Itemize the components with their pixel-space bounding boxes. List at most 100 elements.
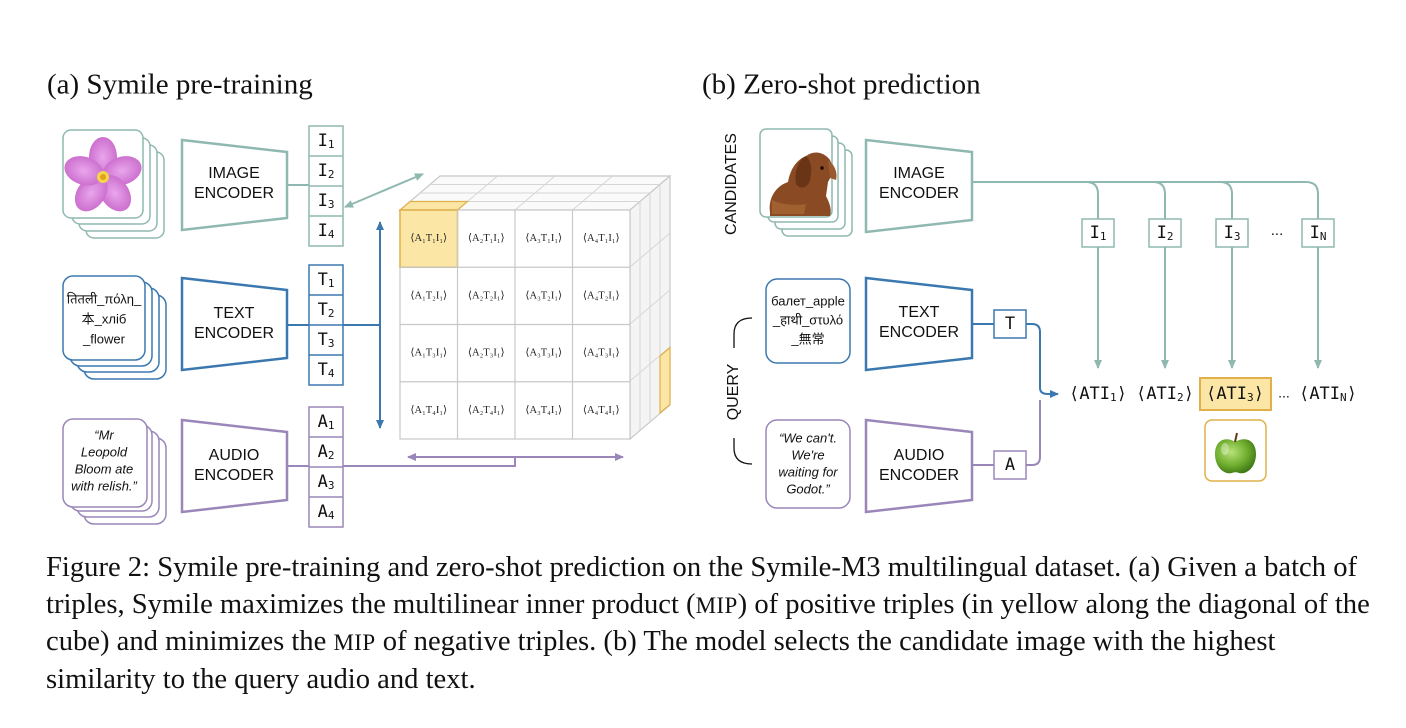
image-input-stack xyxy=(62,129,165,239)
candidate-token: I1 xyxy=(1090,223,1107,243)
svg-text:IMAGE: IMAGE xyxy=(208,165,260,182)
query-audio-token-label: A xyxy=(1005,455,1015,475)
score-item: ⟨ATIN⟩ xyxy=(1299,384,1357,404)
cube-cell-label: ⟨A₃T₂I₁⟩ xyxy=(525,290,562,301)
svg-text:waiting for: waiting for xyxy=(778,464,838,479)
text-token: T4 xyxy=(318,360,335,380)
image-token-column: I1 I2 I3 I4 xyxy=(308,125,344,247)
candidate-ellipsis: ... xyxy=(1271,222,1284,239)
audio-sample-line: “Mr xyxy=(94,427,114,442)
svg-text:_हाथी_στυλό: _हाथी_στυλό xyxy=(772,312,843,327)
predicted-apple-image xyxy=(1204,419,1267,482)
cube-cell-label: ⟨A₁T₃I₁⟩ xyxy=(410,348,447,359)
query-bracket xyxy=(733,317,753,465)
svg-text:балет_apple: балет_apple xyxy=(771,293,845,308)
text-encoder: TEXT ENCODER xyxy=(180,276,289,372)
audio-sample-line: Bloom ate xyxy=(75,461,134,476)
svg-text:AUDIO: AUDIO xyxy=(894,447,945,464)
panel-b-title: (b) Zero-shot prediction xyxy=(702,69,981,101)
audio-axis-connector xyxy=(343,457,516,467)
text-sample-line: 本_хліб xyxy=(82,311,127,326)
score-item-selected: ⟨ATI3⟩ xyxy=(1206,384,1264,404)
text-sample-line: _flower xyxy=(82,331,126,346)
query-text-card: балет_apple _हाथी_στυλό _無常 xyxy=(765,278,851,364)
svg-text:ENCODER: ENCODER xyxy=(879,324,959,341)
cube-cell-label: ⟨A₃T₁I₁⟩ xyxy=(525,233,562,244)
text-token: T3 xyxy=(318,330,335,350)
score-row: ⟨ATI1⟩ ⟨ATI2⟩ ⟨ATI3⟩ ... ⟨ATIN⟩ xyxy=(1069,384,1357,404)
cube-cell-label: ⟨A₃T₃I₁⟩ xyxy=(525,348,562,359)
svg-text:Godot.”: Godot.” xyxy=(786,481,830,496)
audio-to-score-line xyxy=(1026,400,1041,466)
cube-cell-label: ⟨A₁T₄I₁⟩ xyxy=(410,405,447,416)
cube-cell-label: ⟨A₂T₁I₁⟩ xyxy=(468,233,505,244)
image-encoder: IMAGE ENCODER xyxy=(180,138,289,232)
score-ellipsis: ... xyxy=(1278,385,1290,401)
candidate-token: I3 xyxy=(1224,223,1241,243)
positive-triple-highlight xyxy=(398,200,470,211)
svg-text:AUDIO: AUDIO xyxy=(209,447,260,464)
query-text-token-label: T xyxy=(1005,314,1015,334)
image-axis-arrow xyxy=(344,173,424,208)
cube-cell-label: ⟨A₄T₁I₁⟩ xyxy=(583,233,620,244)
text-sample-line: तितली_πόλη_ xyxy=(67,291,142,306)
image-token: I3 xyxy=(318,191,335,211)
candidate-token: I2 xyxy=(1157,223,1174,243)
svg-text:ENCODER: ENCODER xyxy=(194,185,274,202)
panel-a-title: (a) Symile pre-training xyxy=(47,69,313,101)
audio-sample-line: Leopold xyxy=(81,444,128,459)
image-token: I1 xyxy=(318,131,335,151)
query-audio-encoder: AUDIO ENCODER xyxy=(864,418,974,514)
figure-caption: Figure 2: Symile pre-training and zero-s… xyxy=(46,552,1370,695)
cube-cell-label: ⟨A₂T₂I₁⟩ xyxy=(468,290,505,301)
figure-diagram: (a) Symile pre-training तितली_πόλη_ 本_хл… xyxy=(47,69,1357,528)
similarity-cube: ⟨A₁T₁I₁⟩ ⟨A₂T₁I₁⟩ ⟨A₃T₁I₁⟩ ⟨A₄T₁I₁⟩ ⟨A₁T₂I₁⟩… xyxy=(398,174,672,441)
candidate-branches xyxy=(972,181,1322,369)
svg-text:We're: We're xyxy=(791,447,824,462)
cube-cell-label: ⟨A₂T₃I₁⟩ xyxy=(468,348,505,359)
cube-cell-label: ⟨A₂T₄I₁⟩ xyxy=(468,405,505,416)
image-token: I4 xyxy=(318,221,335,241)
cube-cell-label: ⟨A₁T₁I₁⟩ xyxy=(410,233,447,244)
text-token: T2 xyxy=(318,300,335,320)
svg-text:_無常: _無常 xyxy=(790,331,824,346)
cube-cell-label: ⟨A₃T₄I₁⟩ xyxy=(525,405,562,416)
score-item: ⟨ATI1⟩ xyxy=(1069,384,1127,404)
candidate-token: IN xyxy=(1310,223,1327,243)
svg-text:TEXT: TEXT xyxy=(214,305,255,322)
audio-token: A3 xyxy=(318,472,335,492)
candidate-image-encoder: IMAGE ENCODER xyxy=(864,138,974,234)
cube-cell-label: ⟨A₄T₂I₁⟩ xyxy=(583,290,620,301)
audio-token: A2 xyxy=(318,442,335,462)
selected-score-highlight xyxy=(1199,377,1272,411)
candidate-image-stack xyxy=(759,128,853,237)
cube-cell-label: ⟨A₄T₄I₁⟩ xyxy=(583,405,620,416)
svg-text:TEXT: TEXT xyxy=(899,304,940,321)
svg-text:ENCODER: ENCODER xyxy=(879,467,959,484)
audio-token: A4 xyxy=(318,502,335,522)
positive-triple-highlight xyxy=(659,346,671,415)
svg-text:ENCODER: ENCODER xyxy=(194,467,274,484)
score-item: ⟨ATI2⟩ xyxy=(1136,384,1194,404)
dog-image xyxy=(769,152,837,216)
candidates-label: CANDIDATES xyxy=(723,133,740,235)
candidate-tokens: I1 I2 I3 ... IN xyxy=(1081,218,1335,248)
query-text-encoder: TEXT ENCODER xyxy=(864,276,974,372)
audio-input-stack: “Mr Leopold Bloom ate with relish.” xyxy=(62,418,167,525)
text-token-column: T1 T2 T3 T4 xyxy=(308,264,344,386)
image-token: I2 xyxy=(318,161,335,181)
cube-cell-label: ⟨A₄T₃I₁⟩ xyxy=(583,348,620,359)
cube-cell-label: ⟨A₁T₂I₁⟩ xyxy=(410,290,447,301)
svg-text:ENCODER: ENCODER xyxy=(879,185,959,202)
audio-encoder: AUDIO ENCODER xyxy=(180,418,289,514)
audio-token-column: A1 A2 A3 A4 xyxy=(308,406,344,528)
flower-image xyxy=(64,137,142,212)
query-label: QUERY xyxy=(725,363,742,420)
query-audio-card: “We can't. We're waiting for Godot.” xyxy=(765,419,851,509)
audio-token: A1 xyxy=(318,412,335,432)
audio-sample-line: with relish.” xyxy=(71,478,137,493)
svg-text:“We can't.: “We can't. xyxy=(779,430,837,445)
svg-text:IMAGE: IMAGE xyxy=(893,165,945,182)
svg-text:ENCODER: ENCODER xyxy=(194,325,274,342)
text-token: T1 xyxy=(318,270,335,290)
